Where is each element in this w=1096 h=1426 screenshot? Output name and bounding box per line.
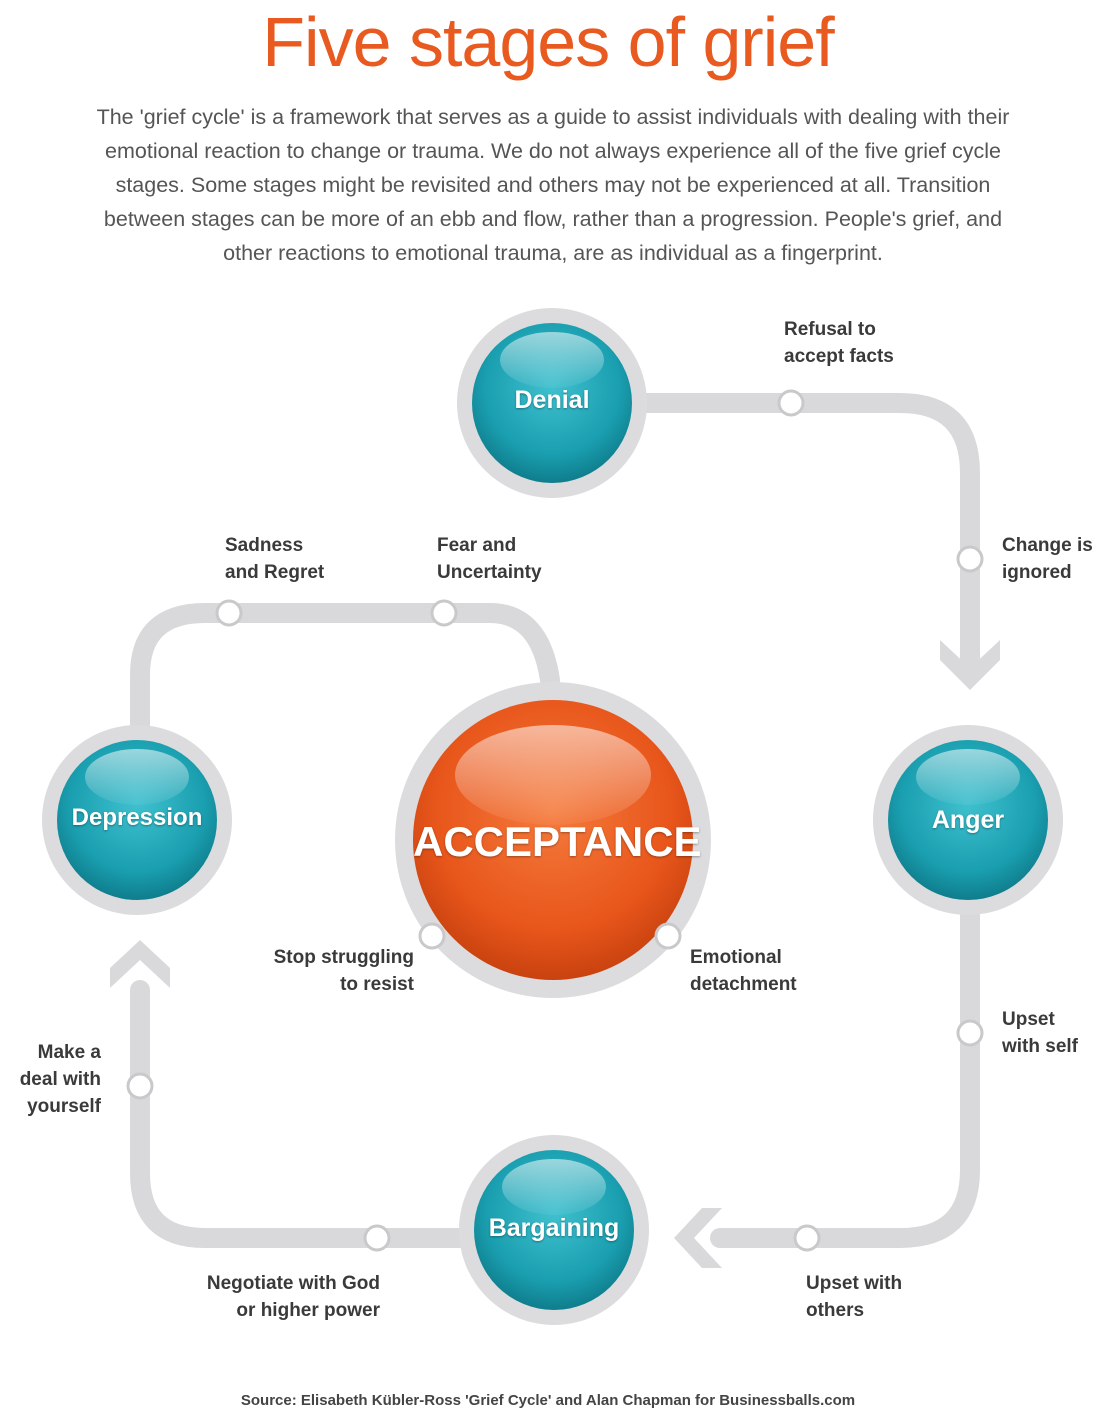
dot-refusal [777,389,805,417]
dot-upset-others [793,1224,821,1252]
label-sadness: Sadness and Regret [225,535,325,583]
label-negotiate: Negotiate with God or higher power [206,1273,380,1321]
stage-denial [457,308,647,498]
label-make-deal: Make a deal with yourself [19,1042,101,1117]
label-upset-self: Upset with self [1002,1009,1079,1057]
dot-fear [430,599,458,627]
dot-negotiate [363,1224,391,1252]
stage-acceptance [395,682,711,998]
stage-label-depression: Depression [71,804,203,831]
track-depression-to-acceptance [130,603,560,735]
label-upset-others: Upset with others [806,1273,903,1321]
dot-upset-self [956,1019,984,1047]
dot-change-ignored [956,545,984,573]
track-anger-to-bargaining [710,905,980,1248]
arrow-down-shaft [960,640,980,670]
intro-line: between stages can be more of an ebb and… [103,207,1003,231]
label-fear: Fear and Uncertainty [437,535,542,583]
stage-bargaining [459,1135,649,1325]
source-credit: Source: Elisabeth Kübler-Ross 'Grief Cyc… [240,1392,856,1409]
track-denial-to-anger [630,393,980,660]
intro-line: emotional reaction to change or trauma. … [105,139,1001,163]
arrow-down-icon [940,640,1000,690]
stage-anger [873,725,1063,915]
dot-emotional-detachment [654,922,682,950]
label-change-ignored: Change is ignored [1002,535,1093,583]
track-bargaining-to-depression [130,980,475,1248]
stage-label-anger: Anger [931,806,1005,834]
intro-line: stages. Some stages might be revisited a… [115,173,991,197]
arrow-up-icon [110,940,170,988]
dot-sadness [215,599,243,627]
label-stop-struggling: Stop struggling to resist [273,947,414,995]
stage-depression [42,725,232,915]
intro-line: other reactions to emotional trauma, are… [223,241,883,265]
dot-stop-struggling [418,922,446,950]
stage-label-denial: Denial [514,386,590,414]
label-refusal: Refusal to accept facts [784,319,894,367]
stage-label-bargaining: Bargaining [488,1214,620,1242]
stage-label-acceptance: ACCEPTANCE [413,818,702,865]
arrow-left-icon [674,1208,722,1268]
label-emotional-detachment: Emotional detachment [690,947,797,995]
intro-paragraph: The 'grief cycle' is a framework that se… [30,100,1076,270]
dot-make-deal [126,1072,154,1100]
intro-line: The 'grief cycle' is a framework that se… [96,105,1010,129]
page-title: Five stages of grief [262,3,834,81]
